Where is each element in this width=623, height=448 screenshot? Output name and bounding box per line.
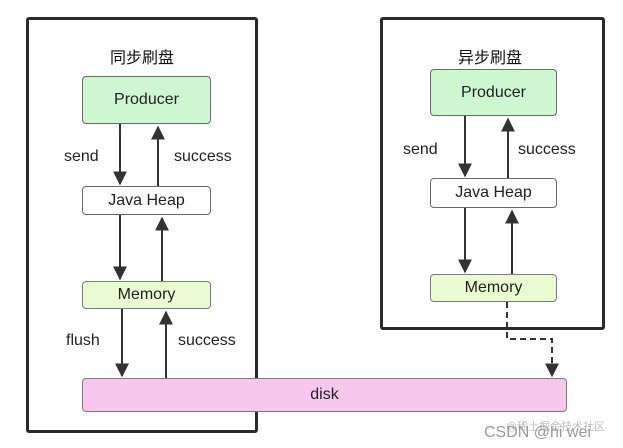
- disk-box: disk: [82, 378, 567, 412]
- async-producer-box: Producer: [430, 69, 557, 116]
- sync-send-label: send: [64, 148, 99, 165]
- async-send-label: send: [403, 141, 438, 158]
- watermark-sub: @稀土掘金技术社区: [506, 421, 606, 433]
- sync-success-top-label: success: [174, 148, 232, 165]
- sync-success-bottom-label: success: [178, 332, 236, 349]
- sync-producer-box: Producer: [82, 76, 211, 124]
- async-java-heap-box: Java Heap: [430, 178, 557, 208]
- async-flush-dashed-arrow: [506, 302, 559, 378]
- watermark-text: CSDN @hi wei: [484, 424, 591, 441]
- sync-java-heap-box: Java Heap: [82, 186, 211, 215]
- async-success-label: success: [518, 141, 576, 158]
- async-memory-box: Memory: [430, 274, 557, 302]
- sync-flush-label: flush: [66, 332, 100, 349]
- sync-memory-box: Memory: [82, 281, 211, 309]
- async-flush-title: 异步刷盘: [458, 48, 523, 67]
- sync-flush-title: 同步刷盘: [110, 48, 175, 67]
